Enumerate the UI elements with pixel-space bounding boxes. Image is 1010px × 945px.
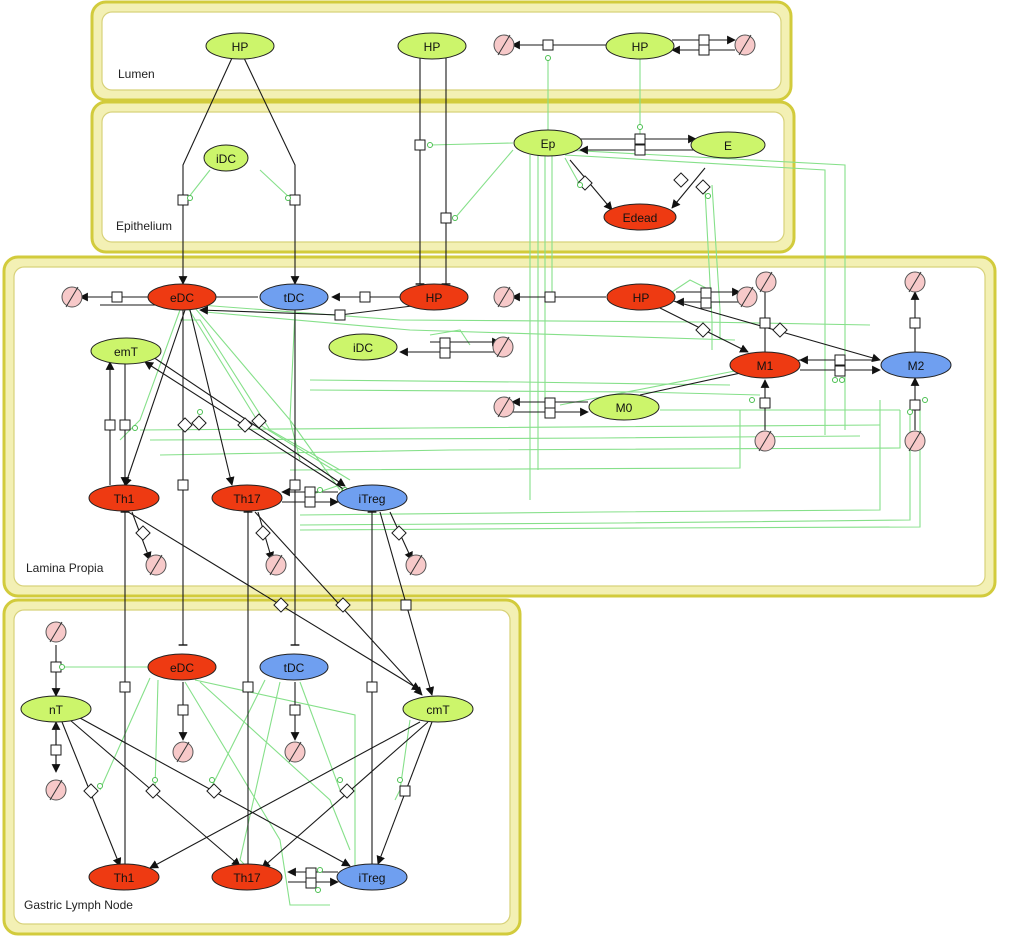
- compartment-label-gastric-lymph-node: Gastric Lymph Node: [24, 898, 133, 912]
- node-lu-hp2: HP: [397, 32, 467, 60]
- node-lp-hp2: HP: [606, 283, 676, 311]
- node-label: Th1: [114, 871, 135, 885]
- node-ln-cmt: cmT: [402, 695, 474, 723]
- sink-lp-12: [405, 554, 427, 576]
- node-ep-edead: Edead: [603, 203, 677, 231]
- node-lu-hp1: HP: [205, 32, 275, 60]
- compartment-label-lumen: Lumen: [118, 67, 155, 81]
- node-lp-th17: Th17: [211, 484, 283, 512]
- node-label: eDC: [170, 291, 194, 305]
- compartment-epithelium: Epithelium: [90, 100, 796, 254]
- node-ln-itreg: iTreg: [336, 863, 408, 891]
- node-label: eDC: [170, 661, 194, 675]
- node-label: iTreg: [359, 871, 386, 885]
- sink-lp-2: [493, 286, 515, 308]
- node-label: Edead: [623, 211, 658, 225]
- sink-lp-5: [904, 271, 926, 293]
- node-label: emT: [114, 345, 139, 359]
- node-label: nT: [49, 703, 64, 717]
- sink-ln-3: [172, 741, 194, 763]
- node-lp-emt: emT: [90, 337, 162, 365]
- node-lp-hp: HP: [399, 283, 469, 311]
- node-label: HP: [633, 291, 650, 305]
- compartment-gastric-lymph-node: Gastric Lymph Node: [2, 598, 522, 936]
- node-label: iDC: [216, 152, 236, 166]
- sink-lp-9: [904, 430, 926, 452]
- node-label: Th17: [233, 492, 261, 506]
- node-label: Th17: [233, 871, 261, 885]
- node-lp-edc: eDC: [147, 283, 217, 311]
- node-lp-m2: M2: [880, 351, 952, 379]
- node-ep-e: E: [690, 131, 766, 159]
- node-lp-idc: iDC: [328, 333, 398, 361]
- node-label: tDC: [284, 661, 305, 675]
- node-lp-th1: Th1: [88, 484, 160, 512]
- node-label: M2: [908, 359, 925, 373]
- species-nodes: HP HP HP iDC Ep E Edead eDC tDC HP HP iDC emT M1 M2M0T…: [20, 32, 952, 891]
- node-ln-th17: Th17: [211, 863, 283, 891]
- node-ln-edc: eDC: [147, 653, 217, 681]
- node-ln-th1: Th1: [88, 863, 160, 891]
- node-lp-m0: M0: [588, 393, 660, 421]
- node-label: HP: [632, 40, 649, 54]
- sink-lumen-2: [734, 34, 756, 56]
- node-label: cmT: [426, 703, 450, 717]
- node-lp-m1: M1: [729, 351, 801, 379]
- node-ln-nt: nT: [20, 695, 92, 723]
- sink-lp-6: [492, 336, 514, 358]
- process-nodes: [50, 34, 921, 889]
- node-ep-ep: Ep: [513, 129, 583, 157]
- node-label: Th1: [114, 492, 135, 506]
- sink-lp-10: [145, 554, 167, 576]
- sink-lumen: [493, 34, 515, 56]
- reaction-edges: [51, 35, 920, 887]
- node-label: E: [724, 139, 732, 153]
- node-label: M1: [757, 359, 774, 373]
- node-lu-hp3: HP: [605, 32, 675, 60]
- sink-lp-1: [61, 286, 83, 308]
- node-lp-itreg: iTreg: [336, 484, 408, 512]
- node-ln-tdc: tDC: [259, 653, 329, 681]
- sink-nodes: [45, 34, 926, 801]
- sink-lp-7: [493, 396, 515, 418]
- node-label: M0: [616, 401, 633, 415]
- sink-ln-1: [45, 621, 67, 643]
- sink-lp-8: [754, 430, 776, 452]
- sink-ln-2: [45, 779, 67, 801]
- node-ep-idc: iDC: [203, 144, 249, 172]
- compartment-label-lamina-propia: Lamina Propia: [26, 561, 104, 575]
- node-label: HP: [426, 291, 443, 305]
- node-label: tDC: [284, 291, 305, 305]
- compartment-label-epithelium: Epithelium: [116, 219, 172, 233]
- node-label: HP: [232, 40, 249, 54]
- compartment-lamina-propia: Lamina Propia: [2, 255, 997, 598]
- node-label: HP: [424, 40, 441, 54]
- modifier-edges: [62, 58, 921, 906]
- sink-lp-3: [736, 286, 758, 308]
- modifier-dots: [59, 55, 928, 893]
- node-label: iDC: [353, 341, 373, 355]
- node-label: iTreg: [359, 492, 386, 506]
- node-lp-tdc: tDC: [259, 283, 329, 311]
- sink-lp-4: [755, 271, 777, 293]
- node-label: Ep: [541, 137, 556, 151]
- sink-ln-4: [284, 741, 306, 763]
- sink-lp-11: [265, 554, 287, 576]
